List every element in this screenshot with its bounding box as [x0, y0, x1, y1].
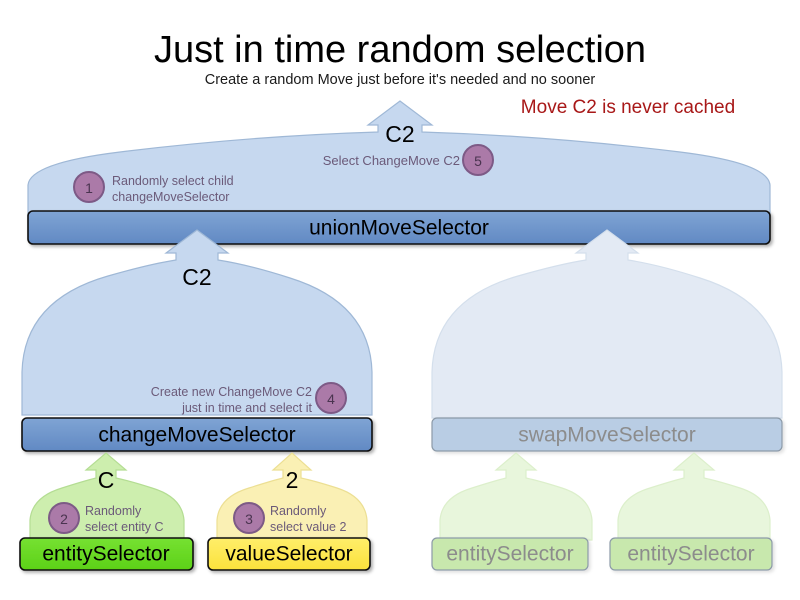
step-2-annotation: 2 Randomly select entity C — [48, 502, 164, 534]
entity-selector-ghost-2-flow-dome — [617, 452, 771, 541]
node-change-move-selector[interactable] — [21, 417, 373, 452]
step-3-line-1: Randomly — [270, 504, 327, 518]
step-4-line-1: Create new ChangeMove C2 — [151, 385, 312, 399]
warning-message: Move C2 is never cached — [521, 97, 735, 118]
union-move-selector-label: unionMoveSelector — [309, 217, 489, 240]
node-entity-selector-ghost-1[interactable] — [431, 537, 589, 571]
value-selector-label: valueSelector — [225, 543, 352, 566]
step-4-badge-number: 4 — [327, 391, 335, 407]
page-title: Just in time random selection — [154, 29, 646, 71]
entity-selector-ghost-2-dome-shape — [617, 452, 771, 541]
swap-move-selector-flow-dome — [431, 229, 783, 419]
step-2-badge-number: 2 — [60, 511, 68, 527]
node-entity-selector-ghost-2[interactable] — [609, 537, 773, 571]
flow-label-value-out: 2 — [286, 467, 299, 493]
step-1-badge-circle — [73, 171, 105, 203]
swap-move-selector-box[interactable] — [431, 417, 783, 452]
entity-selector-ghost-1-dome-shape — [439, 452, 593, 541]
step-1-badge-number: 1 — [85, 180, 93, 196]
step-4-annotation: Create new ChangeMove C2 just in time an… — [151, 382, 347, 415]
entity-selector-ghost-2-label: entitySelector — [627, 543, 754, 566]
union-move-selector-flow-dome — [27, 100, 771, 216]
flow-label-entity-out: C — [98, 467, 115, 493]
node-entity-selector-left[interactable] — [19, 537, 194, 571]
node-swap-move-selector[interactable] — [431, 417, 783, 452]
change-move-selector-box[interactable] — [21, 417, 373, 452]
union-move-selector-box[interactable] — [27, 210, 771, 245]
step-4-badge-circle — [315, 382, 347, 414]
change-move-selector-flow-dome — [21, 229, 373, 416]
step-3-annotation: 3 Randomly select value 2 — [233, 502, 346, 534]
entity-selector-ghost-2-box[interactable] — [609, 537, 773, 571]
flow-label-union-out: C2 — [385, 121, 414, 147]
step-5-annotation: Select ChangeMove C2 5 — [323, 144, 494, 176]
swap-dome-shape — [431, 229, 783, 419]
value-selector-box[interactable] — [207, 537, 371, 571]
step-5-badge-circle — [462, 144, 494, 176]
node-value-selector[interactable] — [207, 537, 371, 571]
union-dome-shape — [27, 100, 771, 216]
step-2-line-1: Randomly — [85, 504, 142, 518]
flow-label-change-out: C2 — [182, 264, 211, 290]
entity-selector-ghost-1-box[interactable] — [431, 537, 589, 571]
step-4-line-2: just in time and select it — [181, 401, 312, 415]
step-1-annotation: 1 Randomly select child changeMoveSelect… — [73, 171, 234, 204]
step-2-badge-circle — [48, 502, 80, 534]
change-dome-shape — [21, 229, 373, 416]
entity-selector-left-box[interactable] — [19, 537, 194, 571]
step-1-line-1: Randomly select child — [112, 174, 234, 188]
entity-selector-ghost-1-flow-dome — [439, 452, 593, 541]
step-5-line-1: Select ChangeMove C2 — [323, 153, 460, 168]
node-union-move-selector[interactable] — [27, 210, 771, 245]
step-3-badge-circle — [233, 502, 265, 534]
step-5-badge-number: 5 — [474, 153, 482, 169]
entity-selector-ghost-1-label: entitySelector — [446, 543, 573, 566]
page-subtitle: Create a random Move just before it's ne… — [205, 72, 596, 88]
change-move-selector-label: changeMoveSelector — [98, 424, 295, 447]
swap-move-selector-label: swapMoveSelector — [518, 424, 695, 447]
entity-selector-left-label: entitySelector — [42, 543, 169, 566]
step-3-badge-number: 3 — [245, 511, 253, 527]
step-2-line-2: select entity C — [85, 520, 164, 534]
step-1-line-2: changeMoveSelector — [112, 190, 229, 204]
step-3-line-2: select value 2 — [270, 520, 346, 534]
